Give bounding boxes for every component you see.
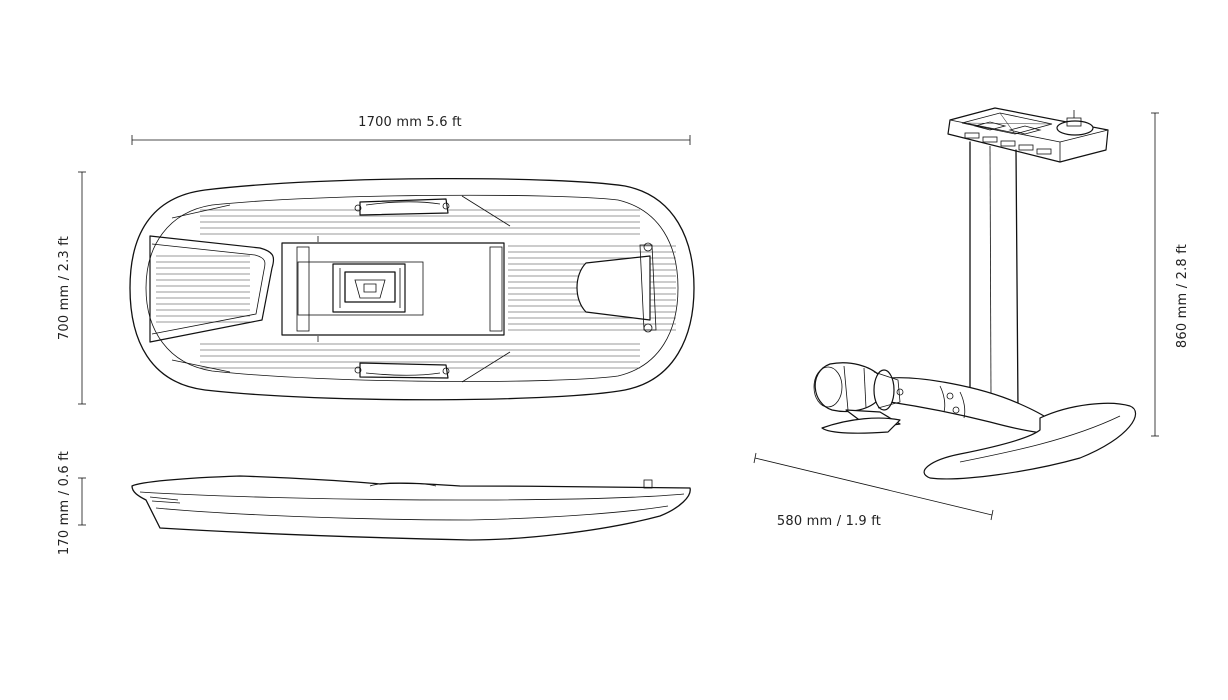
mount-plate (947, 107, 1109, 163)
dimension-board-width: 700 mm / 2.3 ft (57, 171, 86, 405)
board-width-label: 700 mm / 2.3 ft (57, 236, 72, 340)
dimension-foil-length: 580 mm / 1.9 ft (753, 452, 994, 529)
hydrofoil-assembly (813, 107, 1137, 480)
dimension-board-thickness: 170 mm / 0.6 ft (57, 451, 86, 555)
board-thickness-label: 170 mm / 0.6 ft (57, 451, 72, 555)
foil-height-label: 860 mm / 2.8 ft (1175, 244, 1190, 348)
foil-length-label: 580 mm / 1.9 ft (777, 514, 881, 529)
dimension-foil-height: 860 mm / 2.8 ft (1151, 112, 1190, 437)
board-top-view (129, 177, 695, 401)
board-length-label: 1700 mm 5.6 ft (358, 115, 462, 130)
plate-slots (964, 132, 1052, 155)
dimension-board-length: 1700 mm 5.6 ft (131, 115, 691, 145)
board-side-view (131, 475, 691, 541)
